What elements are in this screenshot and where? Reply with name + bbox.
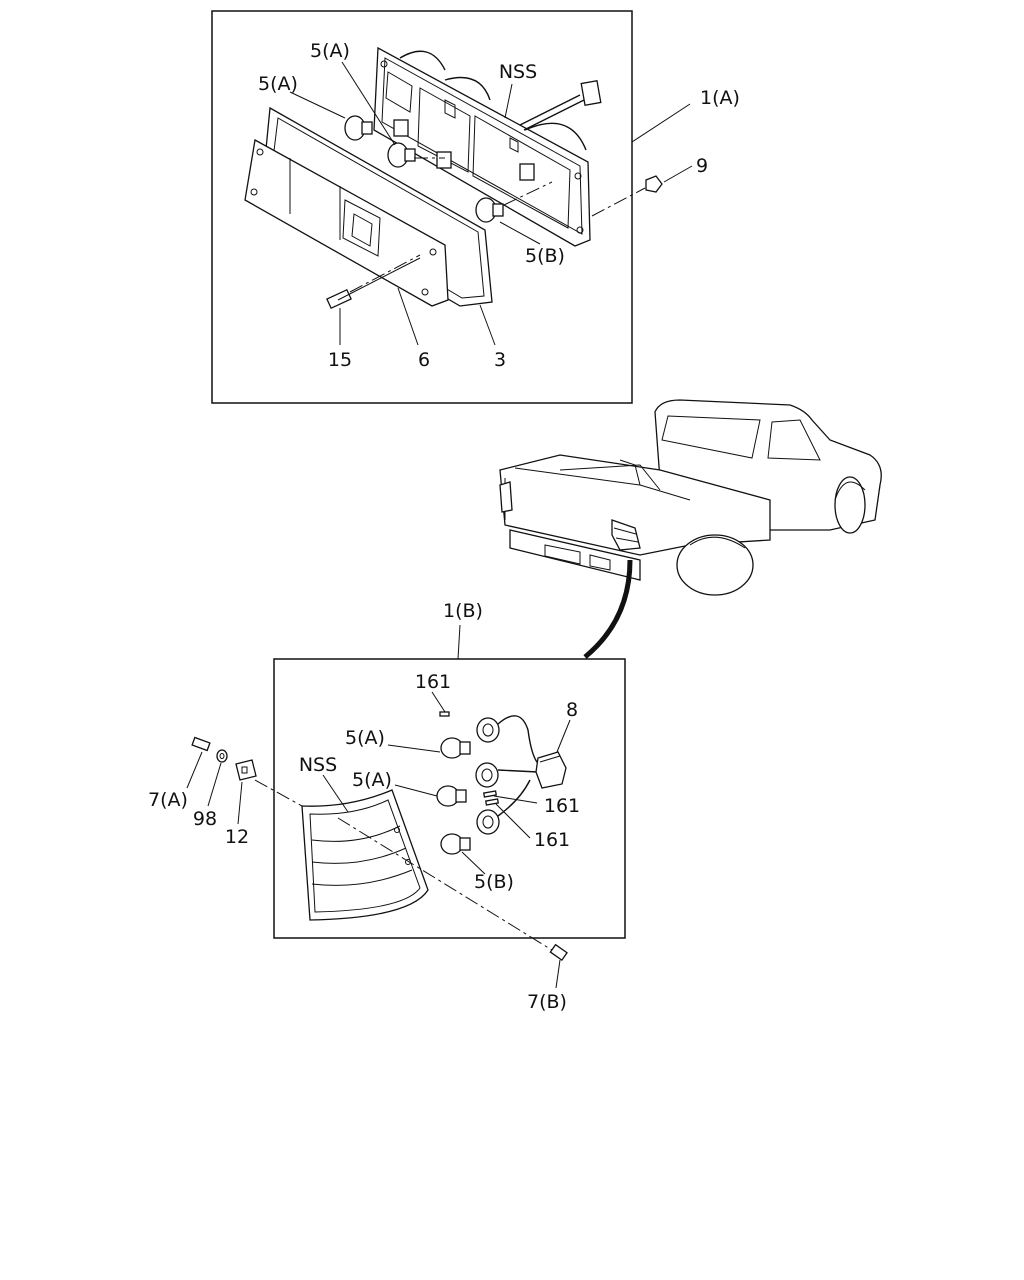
callout-nss: NSS: [499, 61, 537, 83]
callout-5a: 5(A): [345, 727, 385, 749]
detail-box-1b: [254, 624, 626, 956]
bulb-5a-icon: [387, 142, 416, 168]
bulb-5b-icon: [475, 197, 504, 223]
callout-5a: 5(A): [258, 73, 298, 95]
callout-6: 6: [418, 349, 430, 371]
bulb-5a-icon: [436, 785, 467, 807]
connector-8-icon: [535, 751, 567, 789]
washer-98-icon: [207, 749, 228, 807]
callout-nss: NSS: [299, 754, 337, 776]
clip-161-icon: [439, 711, 450, 717]
callout-5a: 5(A): [352, 769, 392, 791]
callout-161: 161: [534, 829, 570, 851]
bulb-5a-icon: [440, 737, 471, 759]
callout-7a: 7(A): [148, 789, 188, 811]
bulb-5b-icon: [440, 833, 471, 855]
nut-12-icon: [235, 759, 257, 825]
lens-nss-part: [301, 789, 429, 921]
callout-161: 161: [544, 795, 580, 817]
clip-161-icon: [484, 798, 500, 806]
callout-5b: 5(B): [525, 245, 565, 267]
screw-15-icon: [326, 254, 421, 310]
nut-9-icon: [591, 175, 663, 217]
lens-part: [244, 138, 449, 307]
callout-9: 9: [696, 155, 708, 177]
lamp-housing: [373, 46, 602, 247]
clip-161-icon: [482, 790, 498, 798]
callout-1a: 1(A): [700, 87, 740, 109]
screw-7b-icon: [549, 943, 568, 989]
callout-12: 12: [225, 826, 249, 848]
callout-5b: 5(B): [474, 871, 514, 893]
bulb-5a-icon: [344, 115, 373, 141]
callout-3: 3: [494, 349, 506, 371]
detail-box-1a: 5(A) 5(A) NSS 1(A) 9 5(B) 15 6 3: [211, 10, 740, 404]
pickup-truck-illustration: [499, 399, 882, 659]
callout-15: 15: [328, 349, 352, 371]
screw-7a-icon: [186, 736, 211, 789]
callout-161: 161: [415, 671, 451, 693]
callout-7b: 7(B): [527, 991, 567, 1013]
callout-8: 8: [566, 699, 578, 721]
socket-harness: [475, 715, 541, 835]
callout-98: 98: [193, 808, 217, 830]
callout-1b: 1(B): [443, 600, 483, 622]
callout-5a: 5(A): [310, 40, 350, 62]
